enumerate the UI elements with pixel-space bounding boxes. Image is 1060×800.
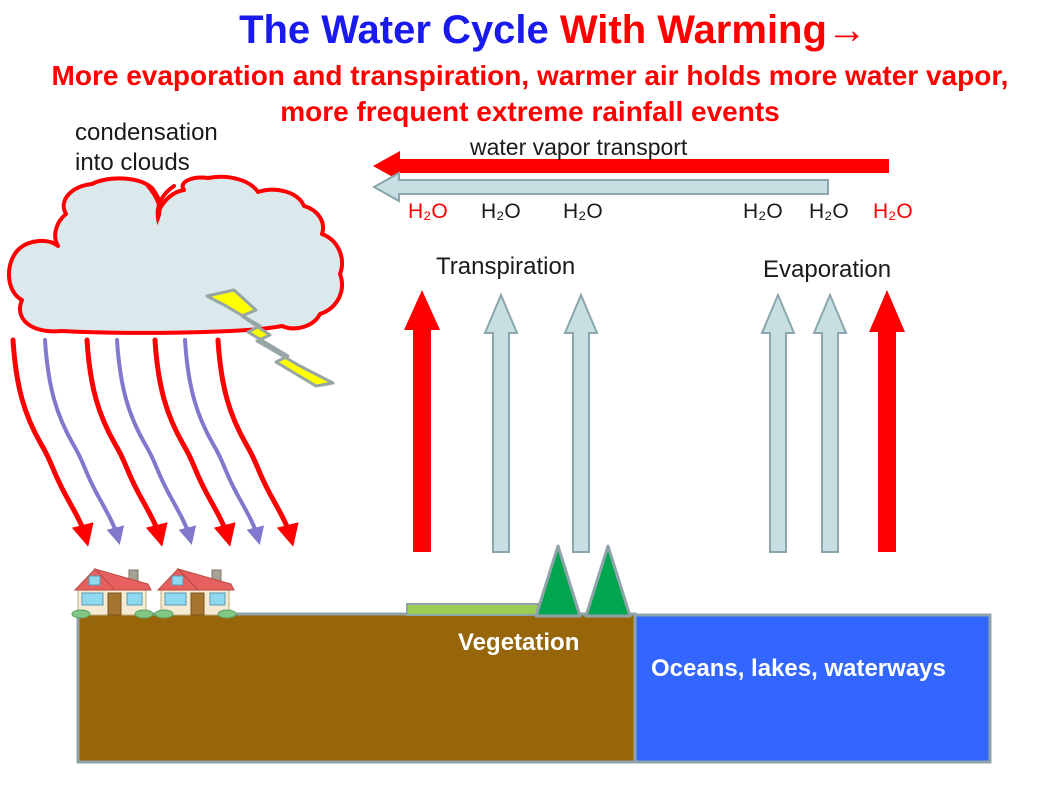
condensation-line-2: into clouds — [75, 149, 190, 176]
ocean-rect — [633, 613, 992, 764]
evaporation-label: Evaporation — [763, 256, 892, 283]
left-arrow-icon — [373, 151, 889, 181]
house-icon — [71, 568, 154, 619]
condensation-line-1: condensation — [75, 119, 218, 146]
rain-arrows — [10, 337, 299, 547]
condensation-label: condensation into clouds — [75, 118, 218, 178]
water-vapor-transport-label: water vapor transport — [470, 134, 688, 160]
h2o-label: H₂O — [563, 200, 603, 223]
oceans-label: Oceans, lakes, waterways — [651, 655, 946, 682]
h2o-label: H₂O — [481, 200, 521, 223]
up-arrow-icon — [483, 292, 519, 553]
subtitle-line-1: More evaporation and transpiration, warm… — [51, 60, 1009, 91]
subtitle-line-2: more frequent extreme rainfall events — [280, 96, 780, 127]
lightning-icon — [205, 288, 335, 388]
transpiration-label: Transpiration — [436, 253, 576, 280]
title-part-blue: The Water Cycle — [239, 8, 560, 52]
vegetation-label: Vegetation — [458, 629, 580, 656]
up-arrow-icon — [812, 292, 848, 553]
rain-arrow-icon — [115, 338, 197, 545]
rain-arrow-icon — [84, 337, 168, 547]
title-part-red: With Warming→ — [559, 8, 867, 52]
cloud-crease — [146, 184, 176, 226]
rain-arrow-icon — [183, 338, 265, 545]
up-arrow-icon — [563, 292, 599, 553]
up-arrow-icon — [869, 290, 905, 552]
house-icon — [154, 568, 237, 619]
grass-strip — [406, 603, 539, 616]
tree-icon — [584, 544, 632, 618]
rain-arrow-icon — [152, 337, 236, 547]
up-arrow-icon — [760, 292, 796, 553]
left-arrow-icon — [371, 171, 829, 203]
rain-arrow-icon — [10, 337, 94, 547]
up-arrow-icon — [404, 290, 440, 552]
h2o-label: H₂O — [408, 200, 448, 223]
cloud-icon — [6, 174, 344, 335]
h2o-label: H₂O — [743, 200, 783, 223]
rain-arrow-icon — [215, 337, 299, 547]
ground-rect — [76, 612, 637, 764]
tree-icon — [534, 544, 582, 618]
h2o-label: H₂O — [809, 200, 849, 223]
h2o-label: H₂O — [873, 200, 913, 223]
page-title: The Water Cycle With Warming→ — [0, 8, 1060, 53]
rain-arrow-icon — [43, 338, 125, 545]
subtitle: More evaporation and transpiration, warm… — [0, 58, 1060, 130]
